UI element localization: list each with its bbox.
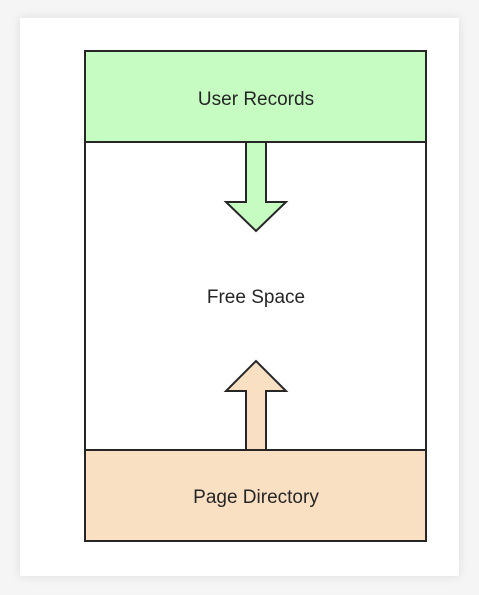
down-arrow-icon	[223, 141, 289, 233]
up-arrow-icon	[223, 359, 289, 451]
page-directory-block	[84, 449, 427, 542]
page-directory-label: Page Directory	[193, 487, 319, 508]
user-records-block	[84, 50, 427, 143]
free-space-label: Free Space	[207, 287, 305, 308]
user-records-label: User Records	[198, 89, 314, 110]
